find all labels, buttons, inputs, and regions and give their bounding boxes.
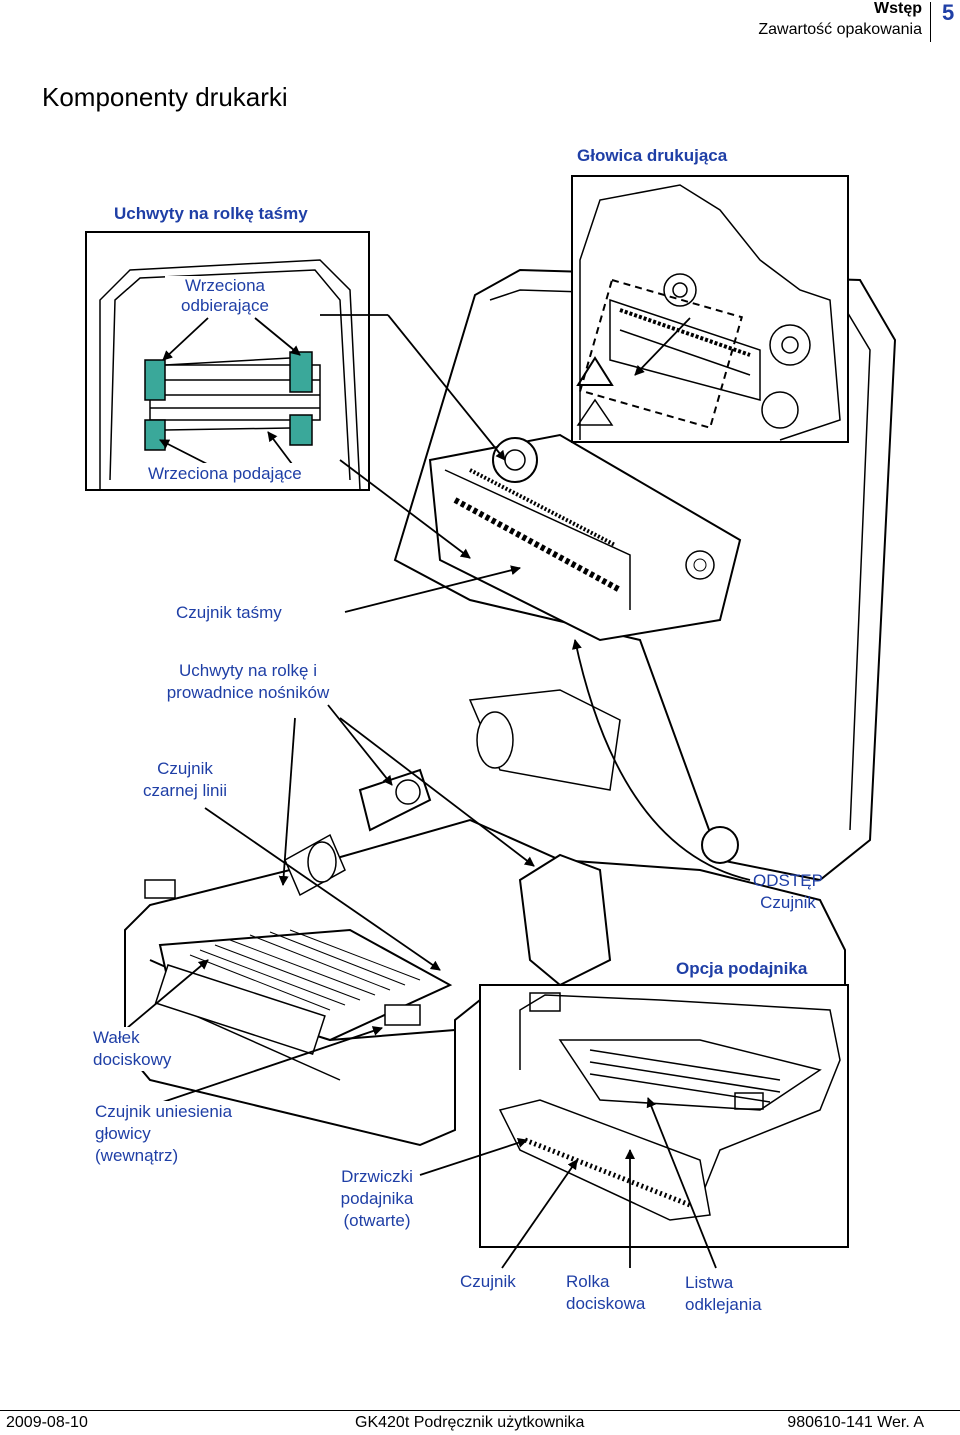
ribbon-holders-caption: Uchwyty na rolkę taśmy bbox=[114, 204, 308, 223]
gap-sensor-line-1: ODSTĘP bbox=[753, 871, 823, 890]
header-subsection-title: Zawartość opakowania bbox=[758, 21, 922, 38]
roll-holders-line-2: prowadnice nośników bbox=[166, 683, 330, 702]
head-up-sensor-line-3: (wewnątrz) bbox=[95, 1146, 179, 1165]
page-number: 5 bbox=[942, 0, 955, 25]
black-line-sensor-line-2: czarnej linii bbox=[142, 781, 228, 800]
black-line-sensor-label: Czujnik czarnej linii bbox=[134, 758, 236, 802]
footer-part-number: 980610-141 Wer. A bbox=[787, 1414, 924, 1431]
printhead-caption: Głowica drukująca bbox=[577, 146, 728, 165]
pinch-roller-line-2: dociskowa bbox=[566, 1294, 646, 1313]
dispenser-door-label: Drzwiczki podajnika (otwarte) bbox=[328, 1166, 426, 1232]
dispenser-sensor-label: Czujnik bbox=[460, 1272, 516, 1291]
platen-roller-line-1: Wałek bbox=[93, 1028, 140, 1047]
takeup-spindles-label: Wrzeciona odbierające bbox=[165, 276, 285, 316]
header-section-title: Wstęp bbox=[874, 0, 922, 17]
peel-bar-line-2: odklejania bbox=[685, 1295, 762, 1314]
inset-dispenser-drawing bbox=[498, 992, 841, 1221]
black-line-sensor-line-1: Czujnik bbox=[157, 759, 213, 778]
gap-sensor-line-2: Czujnik bbox=[760, 893, 816, 912]
roll-holders-label: Uchwyty na rolkę i prowadnice nośników bbox=[150, 660, 346, 704]
platen-roller-line-2: dociskowy bbox=[93, 1050, 172, 1069]
inset-ribbon-drawing bbox=[99, 259, 361, 491]
page-title: Komponenty drukarki bbox=[42, 82, 288, 112]
supply-spindles-label: Wrzeciona podające bbox=[148, 463, 302, 485]
dispenser-door-line-2: podajnika bbox=[340, 1189, 414, 1208]
head-up-sensor-label: Czujnik uniesienia głowicy (wewnątrz) bbox=[95, 1101, 233, 1167]
footer-manual-title: GK420t Podręcznik użytkownika bbox=[355, 1414, 585, 1431]
peel-bar-line-1: Listwa bbox=[685, 1273, 734, 1292]
footer-divider bbox=[0, 1410, 960, 1411]
ribbon-sensor-label: Czujnik taśmy bbox=[176, 603, 282, 622]
takeup-spindles-line-1: Wrzeciona bbox=[185, 276, 265, 295]
head-up-sensor-line-1: Czujnik uniesienia bbox=[95, 1102, 233, 1121]
dispenser-door-line-1: Drzwiczki bbox=[341, 1167, 413, 1186]
platen-roller-label: Wałek dociskowy bbox=[93, 1027, 172, 1071]
dispenser-door-line-3: (otwarte) bbox=[343, 1211, 411, 1230]
roll-holders-line-1: Uchwyty na rolkę i bbox=[179, 661, 317, 680]
peel-bar-label: Listwa odklejania bbox=[685, 1272, 762, 1316]
gap-sensor-label: ODSTĘP Czujnik bbox=[742, 870, 834, 914]
pinch-roller-label: Rolka dociskowa bbox=[566, 1271, 645, 1315]
footer-date: 2009-08-10 bbox=[6, 1414, 88, 1431]
head-up-sensor-line-2: głowicy bbox=[95, 1124, 151, 1143]
inset-printhead-drawing bbox=[576, 184, 841, 441]
pinch-roller-line-1: Rolka bbox=[566, 1272, 610, 1291]
dispenser-option-caption: Opcja podajnika bbox=[676, 959, 808, 978]
header-divider bbox=[930, 2, 931, 42]
takeup-spindles-line-2: odbierające bbox=[181, 296, 269, 315]
